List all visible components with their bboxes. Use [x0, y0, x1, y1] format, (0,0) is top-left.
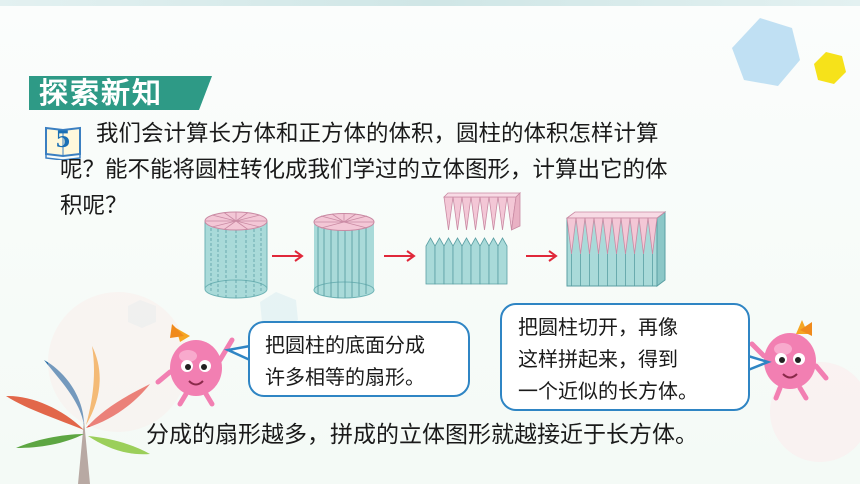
- problem-line-3: 积呢？: [60, 193, 128, 219]
- bubble-right-line-2: 这样拼起来，得到: [518, 347, 678, 371]
- speech-bubble-right: 把圆柱切开，再像 这样拼起来，得到 一个近似的长方体。: [500, 303, 750, 411]
- bubble-left-line-1: 把圆柱的底面分成: [265, 333, 425, 357]
- problem-line-1: 我们会计算长方体和正方体的体积，圆柱的体积怎样计算: [96, 121, 659, 147]
- cuboid-illustration: [565, 211, 667, 287]
- cut-cylinder-illustration: [313, 213, 375, 299]
- bubble-right-tail: [747, 354, 772, 372]
- tree-decoration: [6, 346, 150, 484]
- arrow-1: [272, 250, 304, 262]
- yellow-hexagon-decoration: [814, 52, 846, 84]
- cylinder-illustration: [204, 211, 268, 299]
- book-icon: [45, 126, 81, 160]
- blue-hexagon-decoration: [732, 18, 800, 86]
- bubble-right-line-1: 把圆柱切开，再像: [518, 315, 678, 339]
- arrow-3: [526, 250, 558, 262]
- pale-hexagon-decoration: [260, 292, 298, 330]
- arrow-2: [384, 250, 416, 262]
- speech-bubble-left: 把圆柱的底面分成 许多相等的扇形。: [248, 321, 470, 397]
- pale-hexagon-decoration-2: [128, 300, 156, 328]
- bubble-left-line-2: 许多相等的扇形。: [265, 365, 425, 389]
- problem-text: 我们会计算长方体和正方体的体积，圆柱的体积怎样计算 呢？能不能将圆柱转化成我们学…: [60, 116, 816, 224]
- mascot-left-illustration: [155, 324, 235, 407]
- bubble-left-tail: [223, 344, 251, 362]
- problem-number: 5: [55, 127, 71, 153]
- split-pieces-illustration: [425, 192, 521, 285]
- top-border: [0, 0, 860, 6]
- bubble-right-line-3: 一个近似的长方体。: [518, 379, 698, 403]
- mascot-right-illustration: [749, 320, 829, 401]
- problem-line-2: 呢？能不能将圆柱转化成我们学过的立体图形，计算出它的体: [60, 157, 668, 183]
- section-tag: 探索新知: [29, 76, 199, 110]
- tag-tail: [199, 76, 212, 110]
- conclusion-text: 分成的扇形越多，拼成的立体图形就越接近于长方体。: [146, 422, 698, 448]
